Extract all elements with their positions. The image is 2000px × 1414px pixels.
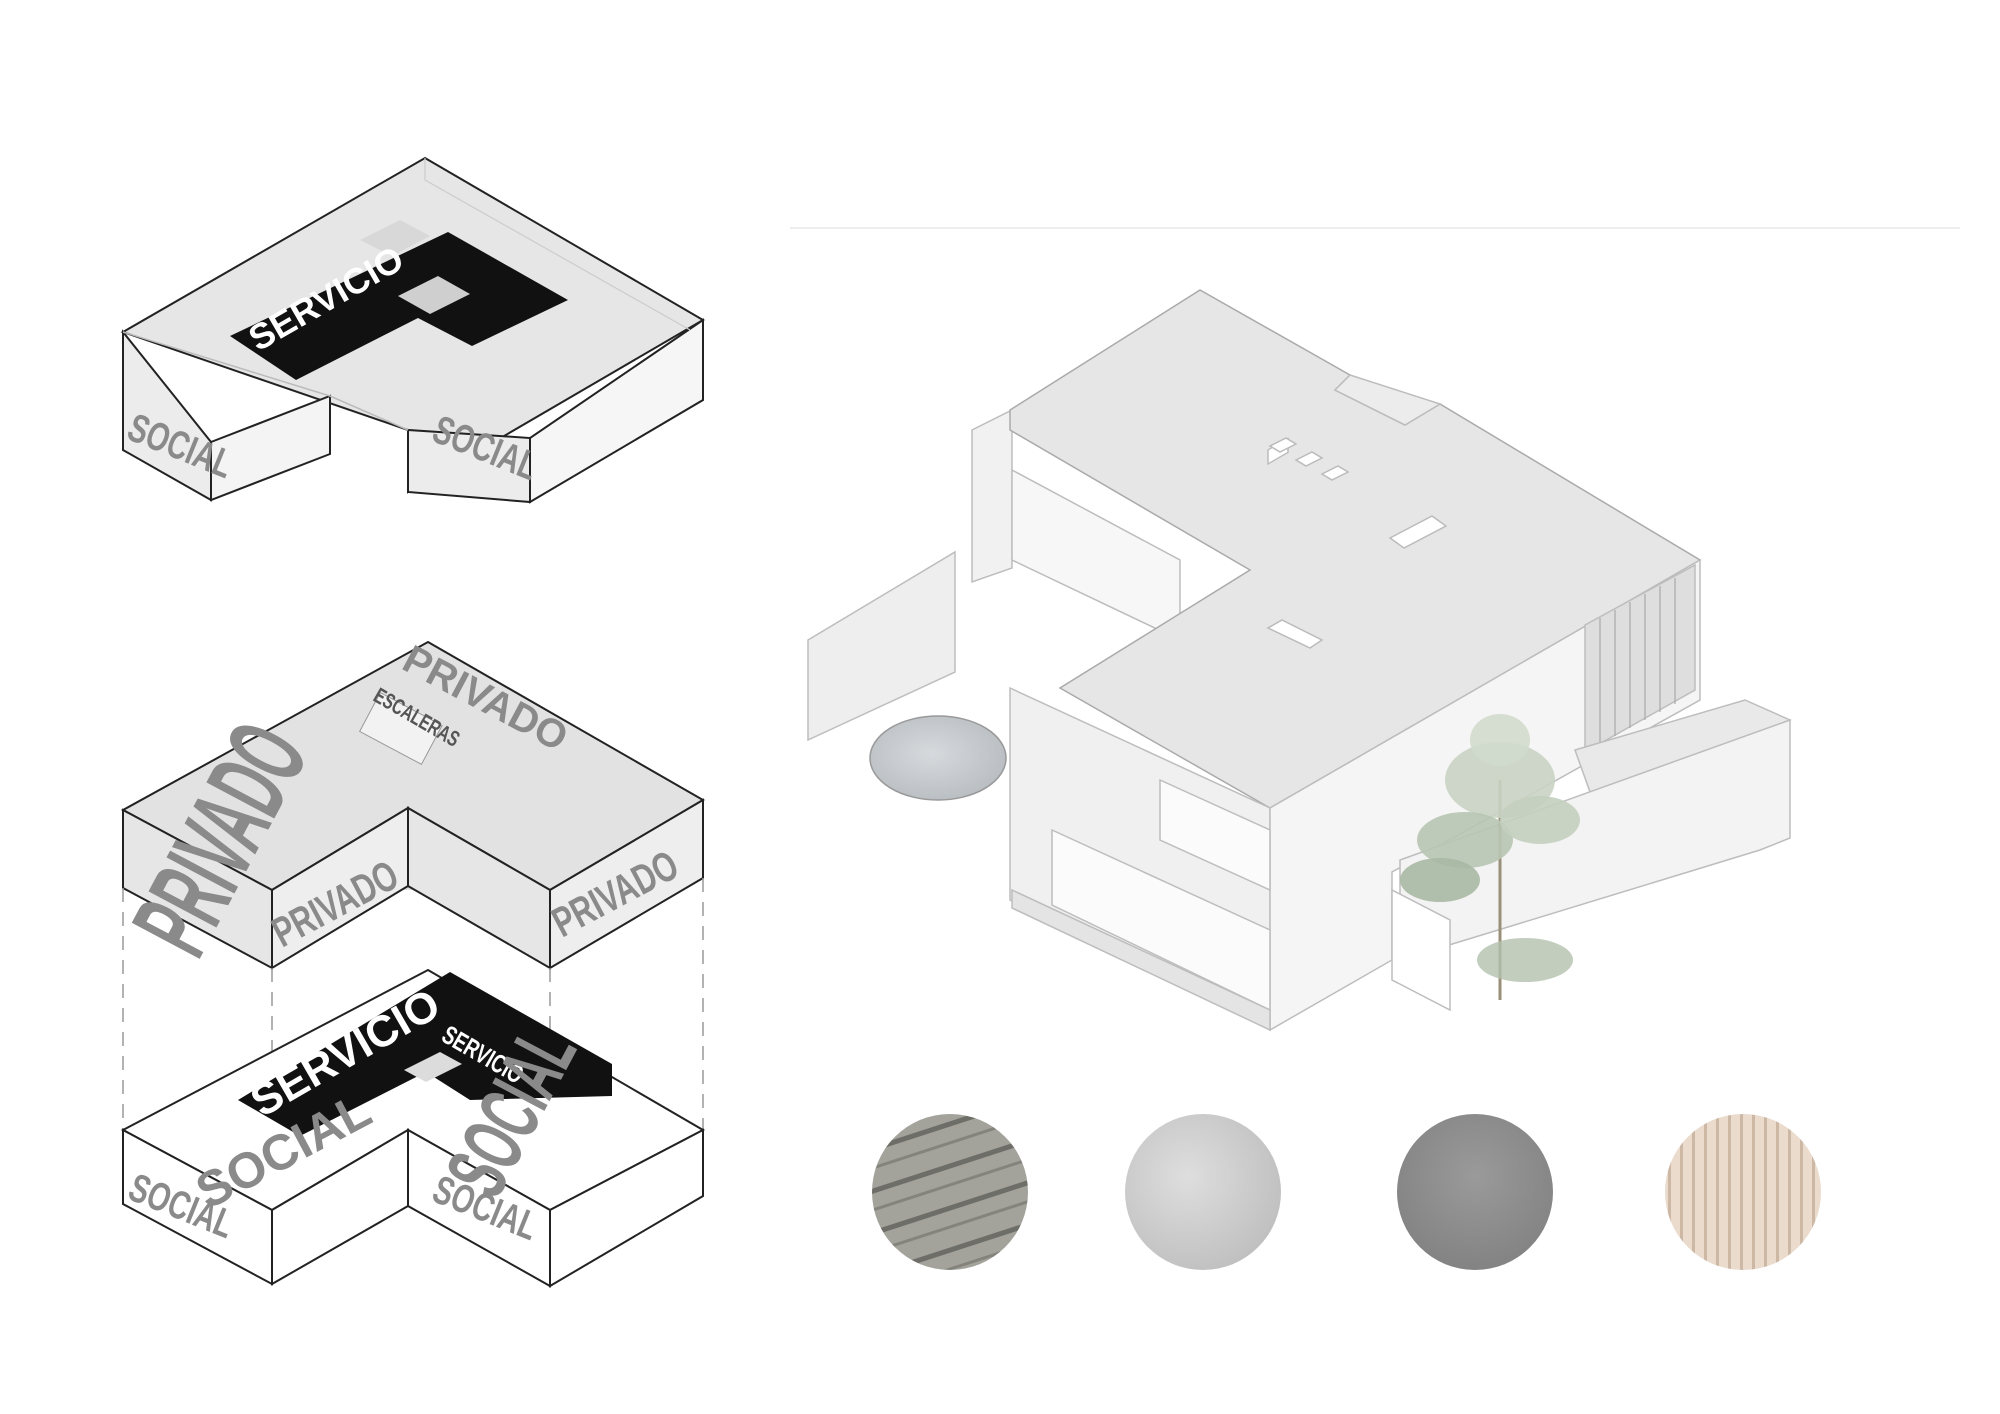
zoning-diagram-exploded: ESCALERAS PRIVADO PRIVADO PRIVADO PRIVAD…: [109, 637, 706, 1288]
grey-metal-swatch: [1397, 1114, 1553, 1270]
social-block-right-face: [549, 1128, 704, 1288]
planter-box: [1391, 888, 1451, 1012]
material-swatches: [872, 1114, 1821, 1270]
upper-floor-glazing: [1159, 778, 1271, 892]
skylight-c: [1320, 465, 1350, 481]
block-front-face: [210, 394, 331, 502]
skylight-b: [1294, 451, 1324, 467]
zoning-diagram-top: SERVICIO SOCIAL SOCIAL: [120, 156, 705, 504]
servicio-zone-lower: [238, 972, 612, 1136]
upper-volume-left-face: [971, 408, 1013, 584]
ground-slab: [1011, 888, 1271, 1032]
house-axonometric: [807, 289, 1792, 1032]
skylight-d: [1388, 515, 1448, 549]
escaleras-box: [358, 691, 443, 766]
skylight-e: [1266, 619, 1324, 649]
timber-slat-swatch: [1665, 1114, 1821, 1270]
wood-plank-concrete-swatch: [872, 1114, 1028, 1270]
explosion-guides: [122, 878, 704, 1160]
light-concrete-swatch: [1125, 1114, 1281, 1270]
servicio-zone-top: [230, 232, 568, 380]
tree: [1400, 714, 1580, 1000]
block-right-wing-front-face: [529, 318, 704, 504]
pool: [869, 715, 1007, 801]
right-wing-slats: [1584, 563, 1696, 754]
skylight-a: [1268, 437, 1298, 453]
roof-slab: [1009, 289, 1702, 809]
side-wall: [807, 550, 956, 742]
